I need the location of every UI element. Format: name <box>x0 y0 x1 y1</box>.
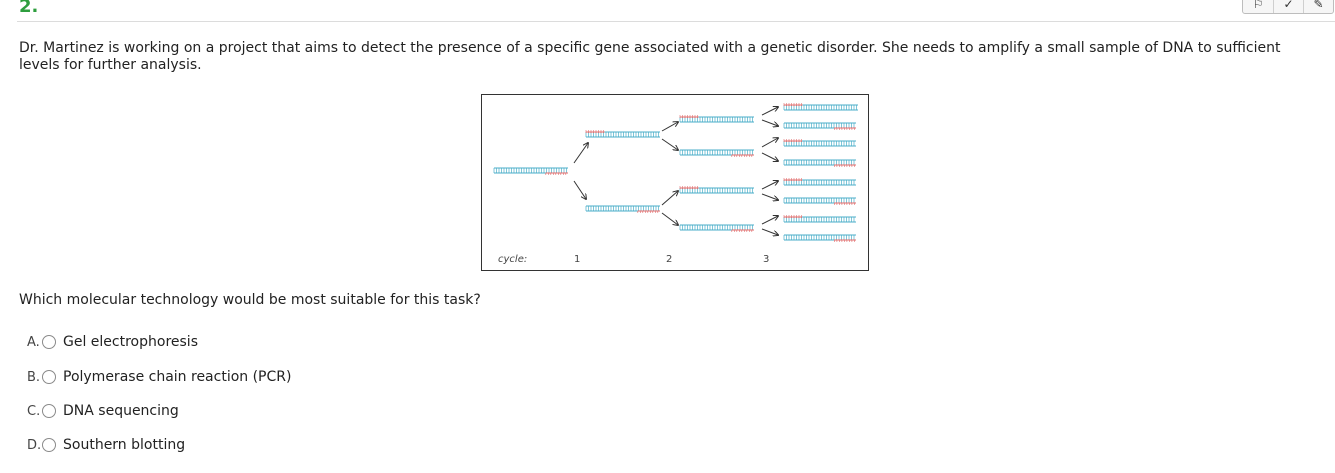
option-letter: A. <box>27 334 40 350</box>
edit-icon[interactable]: ✎ <box>1303 0 1333 13</box>
arrow <box>661 138 678 150</box>
radio-button[interactable] <box>42 335 56 349</box>
radio-button[interactable] <box>42 438 56 452</box>
dna-strand <box>679 149 754 157</box>
cycle-label: cycle: <box>498 254 527 265</box>
dna-strand <box>585 130 660 138</box>
dna-strand <box>679 115 754 123</box>
arrow <box>761 216 778 225</box>
cycle-number-3: 3 <box>763 254 769 265</box>
option-d[interactable]: D. Southern blotting <box>27 435 185 455</box>
dna-strand <box>783 103 858 111</box>
dna-strand <box>493 167 568 175</box>
dna-strand <box>783 159 856 167</box>
arrow <box>573 143 588 164</box>
arrow <box>661 191 678 206</box>
radio-button[interactable] <box>42 404 56 418</box>
option-text: Polymerase chain reaction (PCR) <box>63 369 292 385</box>
flag-icon[interactable]: ⚐ <box>1252 0 1264 11</box>
option-text: Gel electrophoresis <box>63 334 198 350</box>
arrow <box>661 212 678 225</box>
dna-strand <box>783 197 856 205</box>
option-c[interactable]: C. DNA sequencing <box>27 401 179 421</box>
radio-button[interactable] <box>42 370 56 384</box>
dna-strand <box>679 186 754 194</box>
arrow <box>761 193 778 200</box>
dna-strand <box>783 234 856 242</box>
divider <box>17 21 1335 22</box>
dna-strand <box>783 139 856 147</box>
arrow <box>573 180 586 199</box>
dna-strand <box>783 215 856 223</box>
option-a[interactable]: A. Gel electrophoresis <box>27 332 198 352</box>
question-toolbar: ⚐ ✓ ✎ <box>1242 0 1334 14</box>
cycle-number-2: 2 <box>666 254 672 265</box>
option-b[interactable]: B. Polymerase chain reaction (PCR) <box>27 367 291 387</box>
dna-strand <box>783 178 856 186</box>
option-letter: C. <box>27 403 41 419</box>
option-text: DNA sequencing <box>63 403 179 419</box>
arrow <box>661 122 678 132</box>
option-text: Southern blotting <box>63 437 186 453</box>
arrow <box>761 119 778 126</box>
question-stem: Dr. Martinez is working on a project tha… <box>19 40 1281 73</box>
question-prompt: Which molecular technology would be most… <box>19 292 481 308</box>
dna-strand <box>679 224 754 232</box>
option-letter: B. <box>27 369 41 385</box>
arrow <box>761 228 778 235</box>
dna-strand <box>585 205 660 213</box>
question-number: 2. <box>19 0 39 17</box>
option-letter: D. <box>27 437 42 453</box>
arrow <box>761 152 778 161</box>
check-icon[interactable]: ✓ <box>1273 0 1303 13</box>
pcr-amplification-illustration: cycle: 1 2 3 <box>493 103 858 265</box>
cycle-number-1: 1 <box>574 254 580 265</box>
arrow <box>761 138 778 148</box>
arrow <box>761 181 778 190</box>
arrow <box>761 107 778 116</box>
dna-strand <box>783 122 856 130</box>
pcr-diagram: cycle: 1 2 3 <box>481 94 869 271</box>
